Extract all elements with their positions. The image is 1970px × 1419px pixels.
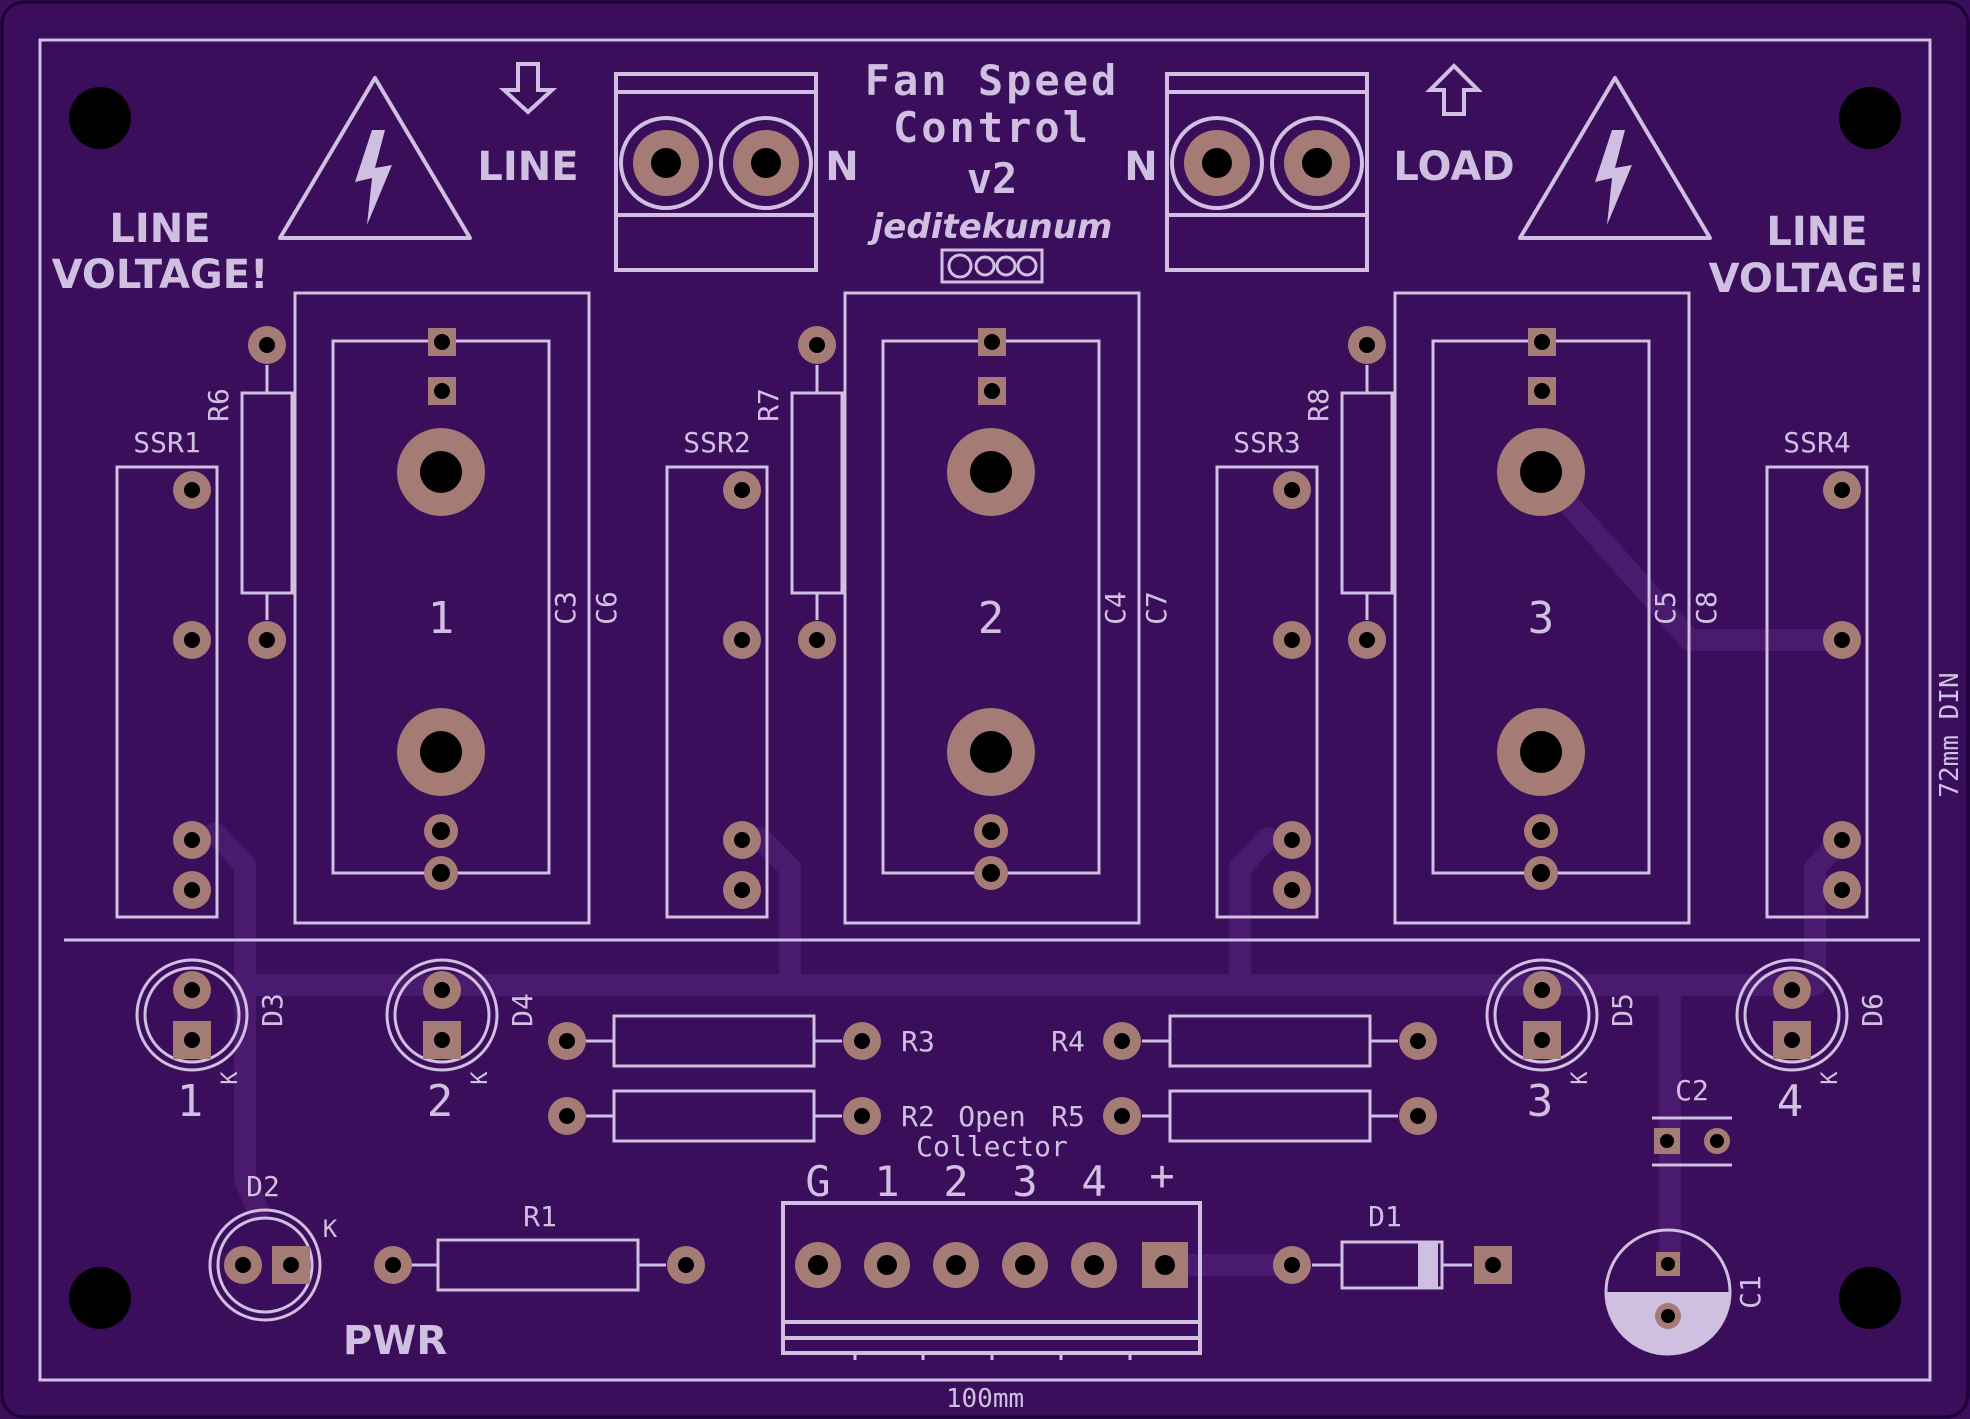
connector-pin-label: 2	[943, 1157, 968, 1206]
capacitor-label: C8	[1690, 591, 1723, 625]
warning-right-line1: LINE	[1766, 209, 1867, 255]
high-voltage-warning-icon	[278, 76, 472, 240]
capacitor-block	[843, 291, 1141, 925]
arrow-up-icon	[1425, 63, 1483, 116]
diode-label: D1	[1368, 1200, 1402, 1233]
capacitor-block-number: 3	[1528, 593, 1555, 644]
led-number: 2	[427, 1076, 454, 1127]
capacitor-label: C7	[1140, 591, 1173, 625]
title-block: Fan Speed Control v2 jeditekunum	[865, 56, 1120, 247]
capacitor-block	[293, 291, 591, 925]
resistor-vertical	[1340, 326, 1394, 659]
mounting-hole	[69, 87, 131, 149]
control-connector	[781, 1201, 1202, 1360]
capacitor-label: C3	[549, 591, 582, 625]
warning-right-line2: VOLTAGE!	[1709, 256, 1926, 302]
diode	[1273, 1240, 1512, 1290]
capacitor-label: C4	[1099, 591, 1132, 625]
led-label: D4	[506, 993, 539, 1027]
power-led	[208, 1208, 322, 1322]
power-led-k-label: K	[323, 1215, 338, 1243]
ssr-relay	[1765, 465, 1869, 919]
resistor-horizontal	[1103, 1014, 1437, 1068]
high-voltage-warning-icon	[1518, 76, 1712, 240]
mounting-hole	[69, 1267, 131, 1329]
ssr-label: SSR3	[1233, 426, 1300, 459]
led	[1735, 958, 1849, 1072]
capacitor-block-number: 1	[428, 593, 455, 644]
led	[135, 958, 249, 1072]
width-dimension: 100mm	[946, 1384, 1024, 1414]
connector-pin-label: 1	[874, 1157, 899, 1206]
led	[1485, 958, 1599, 1072]
line-label: LINE	[477, 144, 578, 190]
led-number: 1	[177, 1076, 204, 1127]
resistor-label: R1	[523, 1200, 557, 1233]
warning-left-line2: VOLTAGE!	[52, 252, 269, 298]
capacitor-label: C2	[1675, 1074, 1709, 1107]
neutral-label: N	[1124, 144, 1157, 190]
resistor-label: R7	[752, 388, 785, 422]
title-line2: Control	[893, 103, 1091, 152]
load-label: LOAD	[1393, 144, 1514, 190]
ssr-relay	[1215, 465, 1319, 919]
resistor-horizontal	[548, 1014, 881, 1068]
board-outline	[38, 38, 1932, 1382]
ssr-label: SSR4	[1783, 426, 1850, 459]
resistor-label: R8	[1302, 388, 1335, 422]
resistor-horizontal	[1103, 1089, 1437, 1143]
title-line3: v2	[967, 154, 1018, 203]
resistor-vertical	[790, 326, 844, 659]
led-label: D3	[256, 993, 289, 1027]
ssr-label: SSR2	[683, 426, 750, 459]
connector-pin-label: 3	[1012, 1157, 1037, 1206]
ssr-relay	[115, 465, 219, 919]
resistor-label: R4	[1051, 1025, 1085, 1058]
mounting-hole	[1839, 1267, 1901, 1329]
resistor-vertical	[240, 326, 294, 659]
resistor-horizontal	[374, 1238, 705, 1292]
open-collector-label-line2: Collector	[916, 1130, 1068, 1163]
led-number: 3	[1527, 1076, 1554, 1127]
height-dimension: 72mm DIN	[1935, 672, 1965, 797]
led-label: D6	[1856, 993, 1889, 1027]
connector-pin-label: 4	[1081, 1157, 1106, 1206]
terminal-block-line	[614, 72, 818, 272]
ssr-label: SSR1	[133, 426, 200, 459]
pwr-label: PWR	[343, 1318, 447, 1364]
led-label: D5	[1606, 993, 1639, 1027]
resistor-label: R2	[901, 1100, 935, 1133]
resistor-label: R5	[1051, 1100, 1085, 1133]
author: jeditekunum	[867, 207, 1113, 247]
connector-pin-label: G	[805, 1157, 830, 1206]
led-k-label: K	[218, 1071, 243, 1085]
capacitor-block	[1393, 291, 1691, 925]
electrolytic-capacitor	[1604, 1228, 1732, 1356]
power-led-label: D2	[246, 1170, 280, 1203]
arrow-down-icon	[498, 62, 558, 115]
led-k-label: K	[1568, 1071, 1593, 1085]
ssr-relay	[665, 465, 769, 919]
resistor-horizontal	[548, 1089, 881, 1143]
led-k-label: K	[468, 1071, 493, 1085]
resistor-label: R6	[202, 388, 235, 422]
led-k-label: K	[1818, 1071, 1843, 1085]
warning-left-line1: LINE	[109, 206, 210, 252]
cc-license-icon	[940, 248, 1044, 284]
capacitor-small	[1652, 1116, 1732, 1167]
title-line1: Fan Speed	[865, 56, 1120, 105]
connector-pin-label: +	[1149, 1151, 1174, 1200]
capacitor-block-number: 2	[978, 593, 1005, 644]
led-number: 4	[1777, 1076, 1804, 1127]
terminal-block-load	[1165, 72, 1369, 272]
capacitor-label: C5	[1649, 591, 1682, 625]
neutral-label: N	[825, 144, 858, 190]
capacitor-label: C6	[590, 591, 623, 625]
mounting-hole	[1839, 87, 1901, 149]
resistor-label: R3	[901, 1025, 935, 1058]
led	[385, 958, 499, 1072]
capacitor-label: C1	[1734, 1275, 1767, 1309]
open-collector-label-line1: Open	[958, 1100, 1025, 1133]
